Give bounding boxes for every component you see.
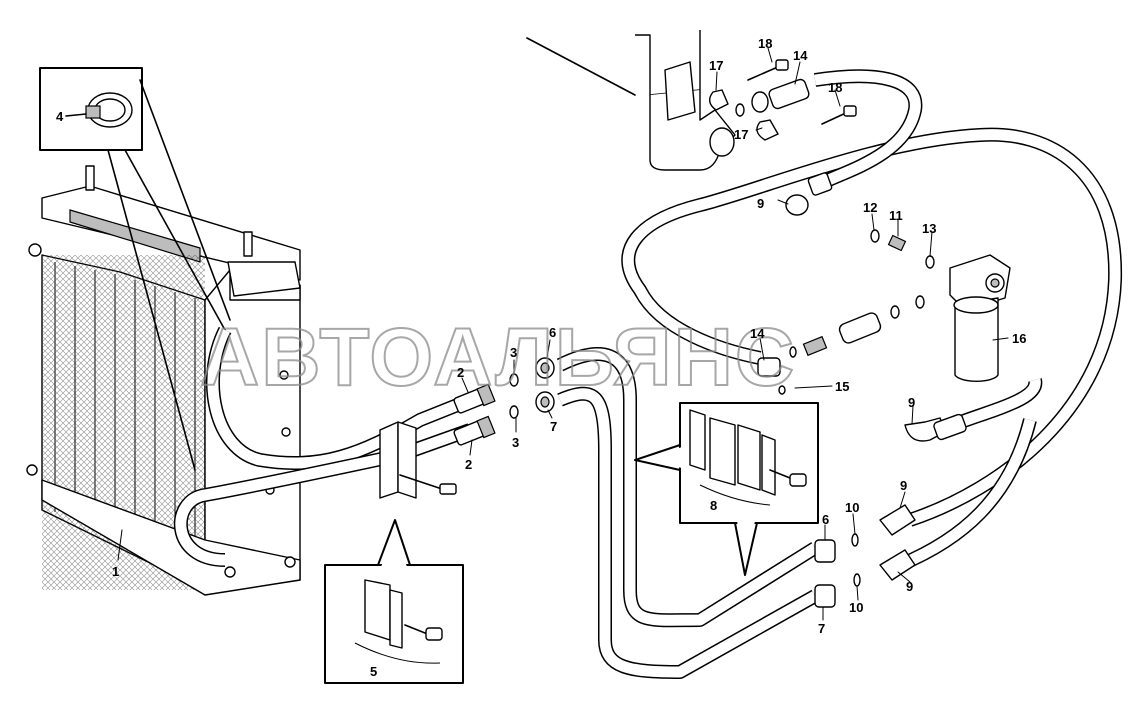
label-18: 18 <box>828 80 842 95</box>
filter-assembly <box>949 254 1011 383</box>
hoses <box>173 69 1123 679</box>
label-1: 1 <box>112 564 119 579</box>
label-14: 14 <box>793 48 808 63</box>
label-10: 10 <box>849 600 863 615</box>
label-8: 8 <box>710 498 717 513</box>
label-16: 16 <box>1012 331 1026 346</box>
label-4: 4 <box>56 109 64 124</box>
label-9: 9 <box>757 196 764 211</box>
label-7: 7 <box>550 419 557 434</box>
label-17: 17 <box>709 58 723 73</box>
detail-box-clamp <box>39 67 231 471</box>
label-11: 11 <box>889 208 903 223</box>
detail-box-8 <box>634 402 819 576</box>
pump-mounting <box>526 30 857 171</box>
label-9: 9 <box>908 395 915 410</box>
leader-lines <box>117 47 1009 621</box>
label-9: 9 <box>900 478 907 493</box>
label-10: 10 <box>845 500 859 515</box>
label-13: 13 <box>922 221 936 236</box>
label-17: 17 <box>734 127 748 142</box>
fittings <box>379 172 1011 608</box>
label-9: 9 <box>906 579 913 594</box>
label-12: 12 <box>863 200 877 215</box>
label-3: 3 <box>512 435 519 450</box>
label-5: 5 <box>370 664 377 679</box>
watermark: АВТОАЛЬЯНС <box>200 312 796 403</box>
label-14: 14 <box>750 326 765 341</box>
label-2: 2 <box>465 457 472 472</box>
label-6: 6 <box>549 325 556 340</box>
label-3: 3 <box>510 345 517 360</box>
label-2: 2 <box>457 365 464 380</box>
label-18: 18 <box>758 36 772 51</box>
label-7: 7 <box>818 621 825 636</box>
label-15: 15 <box>835 379 849 394</box>
detail-box-5 <box>324 519 464 684</box>
label-6: 6 <box>822 512 829 527</box>
part-labels: 1 2 2 3 3 4 5 6 6 7 7 8 9 9 9 9 10 10 11… <box>56 36 1026 679</box>
